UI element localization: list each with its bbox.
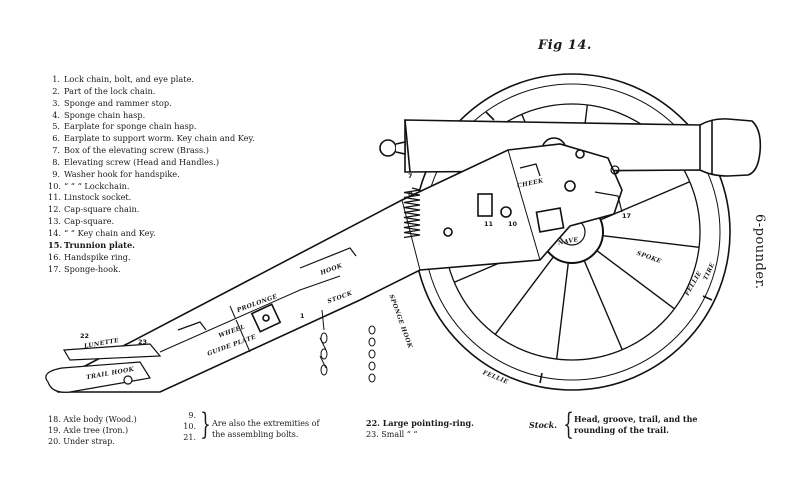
- callout-1: 1: [300, 312, 305, 320]
- elevating-screw: [403, 187, 421, 239]
- callout-17: 17: [622, 212, 632, 220]
- legend-item-number: 6.: [52, 133, 60, 144]
- callout-22: 22: [80, 332, 90, 340]
- chains: [319, 309, 376, 383]
- callout-10: 10: [508, 220, 518, 228]
- brace-numbers: 9. 10. 21.: [178, 410, 196, 443]
- note-18: 18. Axle body (Wood.): [48, 415, 137, 424]
- legend-item: 8. Elevating screw (Head and Handles.): [48, 157, 255, 169]
- figure-title: Fig 14.: [538, 38, 592, 53]
- legend-item-number: 11.: [48, 192, 62, 203]
- brace-text-line-2: the assembling bolts.: [212, 430, 299, 439]
- legend-item-number: 13.: [48, 216, 62, 227]
- legend-item-number: 1.: [52, 74, 60, 84]
- legend-item-number: 14.: [48, 227, 62, 238]
- legend-item-number: 7.: [52, 145, 60, 156]
- legend-item: 10.“ “ “ Lockchain.: [48, 181, 255, 193]
- legend-item: 2. Part of the lock chain.: [48, 86, 255, 98]
- legend-item-number: 8.: [52, 156, 60, 167]
- legend-item-number: 10.: [48, 180, 62, 191]
- legend-item-number: 3.: [52, 97, 60, 108]
- note-10: 10.: [183, 422, 196, 431]
- wheel-spoke: [600, 181, 690, 221]
- wheel-spoke: [555, 262, 569, 360]
- wheel-spoke: [583, 260, 623, 350]
- legend-item: 9. Washer hook for handspike.: [48, 169, 255, 181]
- legend-item-number: 16.: [48, 251, 62, 262]
- legend-item-text: “ “ Key chain and Key.: [64, 227, 156, 238]
- wheel-spoke: [602, 235, 700, 249]
- legend-item-number: 4.: [52, 109, 60, 120]
- legend-item-text: Earplate to support worm. Key chain and …: [64, 133, 255, 144]
- pointing-rings-notes: 22. Large pointing-ring. 23. Small “ “: [366, 418, 474, 440]
- callout-11: 11: [484, 220, 494, 228]
- legend-item-text: Part of the lock chain.: [64, 85, 156, 96]
- wheel-spoke: [596, 250, 675, 310]
- stock-brace: {: [563, 407, 574, 442]
- legend-item-text: Cap-square.: [64, 216, 115, 227]
- legend-item: 16.Handspike ring.: [48, 252, 255, 264]
- stock-def-line-2: rounding of the trail.: [574, 425, 669, 435]
- wheel-spoke: [494, 256, 554, 335]
- note-19: 19. Axle tree (Iron.): [48, 426, 129, 435]
- brace-text: Are also the extremities of the assembli…: [212, 418, 319, 440]
- stock-def-line-1: Head, groove, trail, and the: [574, 414, 698, 424]
- legend-item: 5. Earplate for sponge chain hasp.: [48, 121, 255, 133]
- stock-definition: Head, groove, trail, and the rounding of…: [574, 414, 698, 436]
- legend-item-text: Handspike ring.: [64, 251, 131, 262]
- legend-item: 6. Earplate to support worm. Key chain an…: [48, 133, 255, 145]
- legend-item: 7. Box of the elevating screw (Brass.): [48, 145, 255, 157]
- brace-text-line-1: Are also the extremities of: [212, 419, 320, 428]
- legend-item-text: Earplate for sponge chain hasp.: [64, 121, 197, 132]
- legend-item: 14.“ “ Key chain and Key.: [48, 228, 255, 240]
- note-23: 23. Small “ “: [366, 430, 418, 439]
- callout-8: 8: [408, 190, 413, 198]
- legend-item: 3. Sponge and rammer stop.: [48, 98, 255, 110]
- legend-item: 12.Cap-square chain.: [48, 204, 255, 216]
- callout-23: 23: [138, 338, 148, 346]
- legend-item-number: 17.: [48, 263, 62, 274]
- legend-item: 1. Lock chain, bolt, and eye plate.: [48, 74, 255, 86]
- legend-item-text: Sponge chain hasp.: [64, 109, 146, 120]
- brace-symbol: }: [200, 407, 211, 442]
- legend-item-text: Washer hook for handspike.: [64, 168, 180, 179]
- legend-item-text: Cap-square chain.: [64, 204, 140, 215]
- legend-item-text: Lock chain, bolt, and eye plate.: [64, 74, 195, 84]
- legend-item-number: 12.: [48, 204, 62, 215]
- bottom-notes-axle: 18. Axle body (Wood.) 19. Axle tree (Iro…: [48, 414, 137, 447]
- legend-item-number: 15.: [48, 239, 63, 250]
- note-9: 9.: [188, 411, 196, 420]
- legend-item: 13.Cap-square.: [48, 216, 255, 228]
- legend-item: 15.Trunnion plate.: [48, 240, 255, 252]
- parts-legend: 1. Lock chain, bolt, and eye plate. 2. Part…: [48, 74, 255, 275]
- legend-item-number: 9.: [52, 168, 60, 179]
- callout-7: 7: [408, 172, 413, 180]
- legend-item: 4. Sponge chain hasp.: [48, 110, 255, 122]
- legend-item-text: “ “ “ Lockchain.: [64, 180, 130, 191]
- stock-term: Stock.: [529, 420, 558, 430]
- note-21: 21.: [183, 433, 196, 442]
- legend-item-text: Box of the elevating screw (Brass.): [64, 145, 209, 156]
- legend-item: 17.Sponge-hook.: [48, 264, 255, 276]
- axle-fittings: [519, 163, 623, 213]
- legend-item-text: Sponge and rammer stop.: [64, 97, 172, 108]
- trail-end: [45, 247, 357, 393]
- legend-item-number: 5.: [52, 121, 60, 132]
- legend-item-text: Sponge-hook.: [64, 263, 121, 274]
- note-22: 22. Large pointing-ring.: [366, 418, 474, 428]
- figure-side-title: 6-pounder.: [752, 214, 767, 290]
- note-20: 20. Under strap.: [48, 437, 115, 446]
- legend-item-text: Elevating screw (Head and Handles.): [64, 156, 220, 167]
- legend-item-text: Trunnion plate.: [64, 239, 136, 250]
- legend-item: 11.Linstock socket.: [48, 192, 255, 204]
- legend-item-number: 2.: [52, 85, 60, 96]
- legend-item-text: Linstock socket.: [64, 192, 132, 203]
